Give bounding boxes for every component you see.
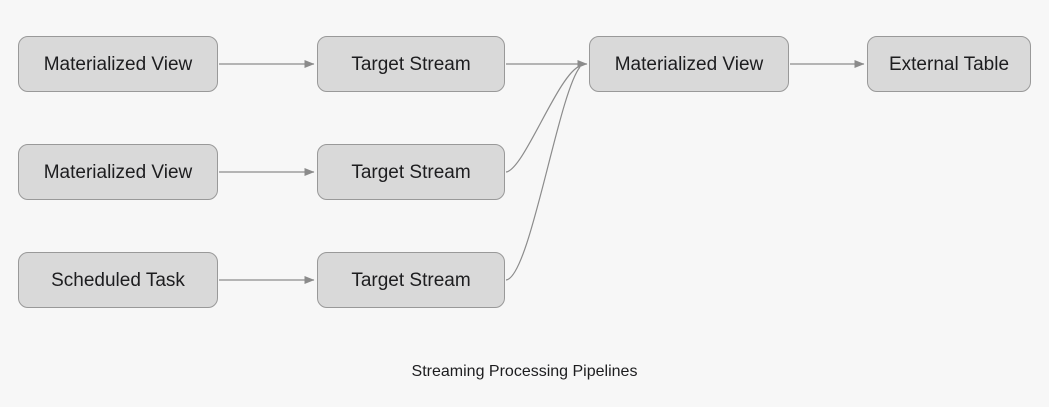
node-label: Target Stream — [351, 53, 471, 75]
node-materialized-view-2: Materialized View — [18, 144, 218, 200]
node-label: Materialized View — [43, 161, 193, 183]
node-label: Target Stream — [351, 269, 471, 291]
node-target-stream-3: Target Stream — [317, 252, 505, 308]
node-materialized-view-1: Materialized View — [18, 36, 218, 92]
node-label: External Table — [888, 53, 1010, 75]
node-scheduled-task: Scheduled Task — [18, 252, 218, 308]
node-label: Scheduled Task — [51, 269, 185, 291]
node-label: Materialized View — [43, 53, 193, 75]
node-label: Materialized View — [614, 53, 764, 75]
node-target-stream-2: Target Stream — [317, 144, 505, 200]
edge-target-stream-2-to-materialized-view-sink — [505, 65, 581, 173]
edge-target-stream-3-to-materialized-view-sink — [505, 66, 581, 281]
node-external-table: External Table — [867, 36, 1031, 92]
node-materialized-view-sink: Materialized View — [589, 36, 789, 92]
node-target-stream-1: Target Stream — [317, 36, 505, 92]
diagram-caption: Streaming Processing Pipelines — [411, 363, 638, 380]
node-label: Target Stream — [351, 161, 471, 183]
